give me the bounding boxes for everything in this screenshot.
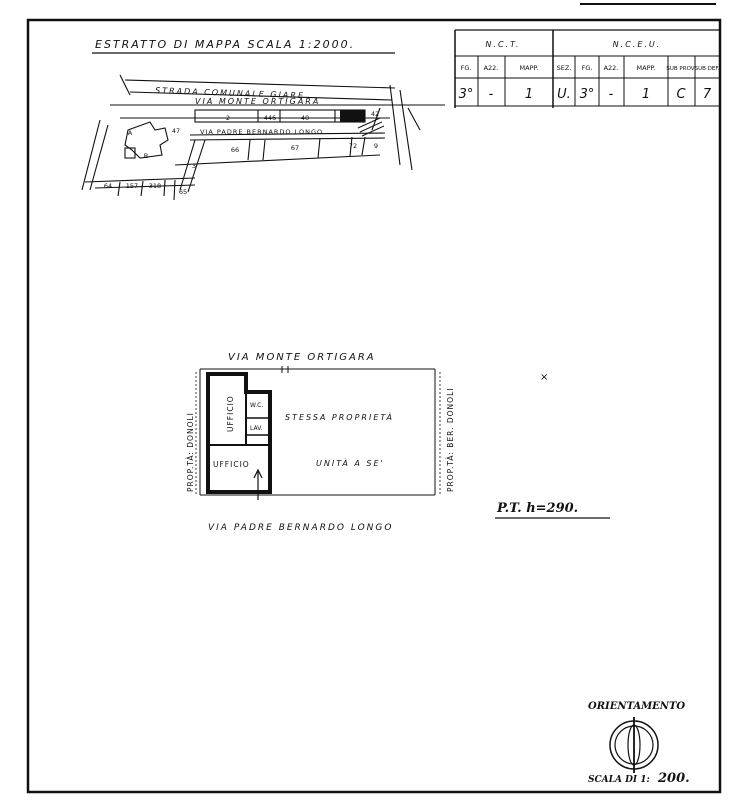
parcel-label: 40 — [301, 114, 309, 122]
parcel-label: 9 — [374, 142, 378, 150]
plan-street-top: VIA MONTE ORTIGARA — [228, 352, 376, 363]
table-header: MAPP. — [520, 64, 539, 72]
parcel-label: 2 — [226, 114, 230, 122]
table-group-nct: N.C.T. — [485, 40, 520, 49]
parcel-label: 318 — [149, 182, 161, 190]
table-cell: 1 — [525, 87, 533, 102]
room-wc: W.C. — [250, 402, 263, 409]
table-cell: C — [676, 87, 686, 102]
table-headers: FG. A22. MAPP. SEZ. FG. A22. MAPP. SUB P… — [461, 64, 720, 72]
table-header: FG. — [582, 64, 593, 72]
scala-label: SCALA DI 1: — [588, 775, 650, 785]
height-note: P.T. h=290. — [496, 501, 578, 516]
parcel-label: 42 — [371, 110, 379, 118]
room-ufficio-bottom: UFFICIO — [213, 460, 250, 469]
map-parcel-labels: 2 446 40 42 66 67 72 9 64 157 318 65 3 A… — [104, 110, 379, 196]
table-cell: 3° — [459, 87, 474, 102]
plan-left-owner: PROP.TÀ: DONOLI — [186, 412, 195, 492]
table-cell: - — [489, 87, 494, 102]
map-via-padre-label: VIA PADRE BERNARDO LONGO — [200, 128, 323, 136]
table-cell: 1 — [642, 87, 650, 102]
table-cell: - — [609, 87, 614, 102]
room-lav: LAV. — [250, 425, 263, 432]
table-cell: 3° — [580, 87, 595, 102]
orientamento-label: ORIENTAMENTO — [588, 701, 685, 712]
parcel-label: A — [128, 129, 133, 137]
scala-value: 200. — [657, 771, 690, 786]
table-values: 3° - 1 U. 3° - 1 C 7 — [459, 87, 712, 102]
map-via-monte-label: VIA MONTE ORTIGARA — [195, 97, 320, 106]
floor-plan — [195, 366, 441, 500]
parcel-label: 3 — [192, 162, 196, 170]
cadastral-table — [454, 29, 721, 108]
parcel-label: 65 — [179, 188, 187, 196]
table-cell: U. — [557, 87, 571, 102]
plan-stessa-label: STESSA PROPRIETÀ — [285, 411, 394, 422]
estratto-title: ESTRATTO DI MAPPA SCALA 1:2000. — [95, 38, 355, 51]
parcel-label: 72 — [349, 142, 357, 150]
subject-parcel-mark — [340, 110, 365, 122]
parcel-label: 446 — [264, 114, 276, 122]
table-header: A22. — [484, 64, 499, 72]
table-header: SEZ. — [557, 64, 572, 72]
parcel-label: 47 — [172, 127, 180, 135]
stray-mark: × — [540, 372, 548, 383]
table-cell: 7 — [703, 87, 712, 102]
table-header: A22. — [604, 64, 619, 72]
plan-right-owner: PROP.TÀ: BER. DONOLI — [446, 388, 455, 492]
parcel-label: B — [144, 152, 148, 160]
hatch-mark — [357, 117, 385, 137]
table-header: SUB PROV. — [666, 66, 695, 72]
table-header: FG. — [461, 64, 472, 72]
sheet-border — [26, 18, 722, 794]
parcel-label: 66 — [231, 146, 239, 154]
room-ufficio-top: UFFICIO — [226, 395, 235, 432]
plan-unita-label: UNITÀ A SE' — [316, 457, 385, 468]
table-header: MAPP. — [637, 64, 656, 72]
parcel-label: 67 — [291, 144, 299, 152]
parcel-label: 64 — [104, 182, 112, 190]
plan-street-bottom: VIA PADRE BERNARDO LONGO — [208, 523, 393, 533]
compass-icon — [609, 717, 659, 773]
table-group-nceu: N.C.E.U. — [613, 40, 662, 49]
table-header: SUB DEF. — [695, 66, 720, 72]
parcel-label: 157 — [126, 182, 138, 190]
